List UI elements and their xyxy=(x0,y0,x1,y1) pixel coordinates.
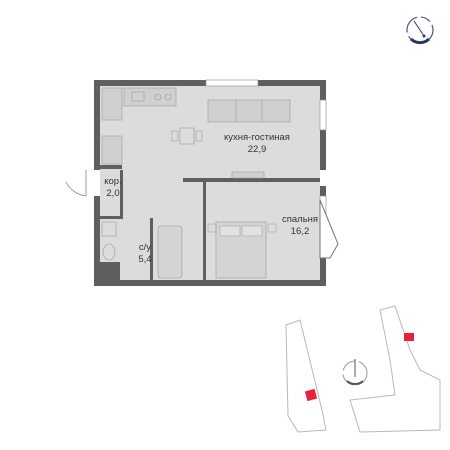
nightstand xyxy=(267,223,277,233)
wall-bedroom-left xyxy=(203,180,206,280)
apartment-plan xyxy=(65,79,339,286)
wall-bathroom-right xyxy=(150,218,153,280)
room-area: 5,4 xyxy=(138,254,152,265)
sofa xyxy=(207,99,291,123)
compass-rose-site xyxy=(342,359,368,386)
chair-icon xyxy=(195,130,203,142)
toilet-icon xyxy=(102,243,116,261)
wall-bathroom-top xyxy=(100,216,123,219)
entrance-door[interactable] xyxy=(65,170,87,197)
highlight-unit xyxy=(304,388,318,402)
chair-icon xyxy=(171,130,179,142)
kitchen-sink xyxy=(131,91,145,102)
window-right-top xyxy=(319,99,327,131)
room-name: с/у xyxy=(138,242,152,253)
pillow xyxy=(241,225,263,237)
stove-burner-icon xyxy=(154,93,162,101)
room-area: 16,2 xyxy=(290,226,310,237)
dining-table xyxy=(179,127,195,145)
fridge xyxy=(101,87,123,121)
wall-living-bedroom xyxy=(183,178,320,182)
kitchen-counter xyxy=(123,87,177,107)
nightstand xyxy=(207,223,217,233)
room-name: кор. xyxy=(104,176,122,187)
room-name: спальня xyxy=(281,214,319,225)
wall-corridor-right xyxy=(120,170,123,218)
highlight-unit xyxy=(404,333,414,341)
wall-corridor-top xyxy=(100,165,122,169)
room-area: 2,0 xyxy=(106,188,120,199)
bathtub xyxy=(157,225,183,279)
room-label-living: кухня-гостиная 22,9 xyxy=(212,132,302,156)
room-label-bedroom: спальня 16,2 xyxy=(270,214,330,238)
building-outline xyxy=(285,319,327,433)
exterior-wall-left-notch xyxy=(86,170,100,196)
wall-bath-cut xyxy=(100,262,120,280)
bay-window xyxy=(319,199,339,259)
room-label-bathroom: с/у 5,4 xyxy=(128,242,162,266)
sink-bathroom xyxy=(101,221,117,237)
tv-stand xyxy=(231,171,265,179)
pillow xyxy=(219,225,241,237)
site-plan xyxy=(285,305,441,433)
room-label-corridor: кор. 2,0 xyxy=(98,176,128,200)
room-name: кухня-гостиная xyxy=(224,132,290,143)
window-top xyxy=(205,79,259,87)
stove-burner-icon xyxy=(164,93,172,101)
building-outline xyxy=(349,305,441,433)
compass-rose-top xyxy=(406,16,434,45)
wardrobe xyxy=(101,135,123,165)
room-area: 22,9 xyxy=(247,144,267,155)
